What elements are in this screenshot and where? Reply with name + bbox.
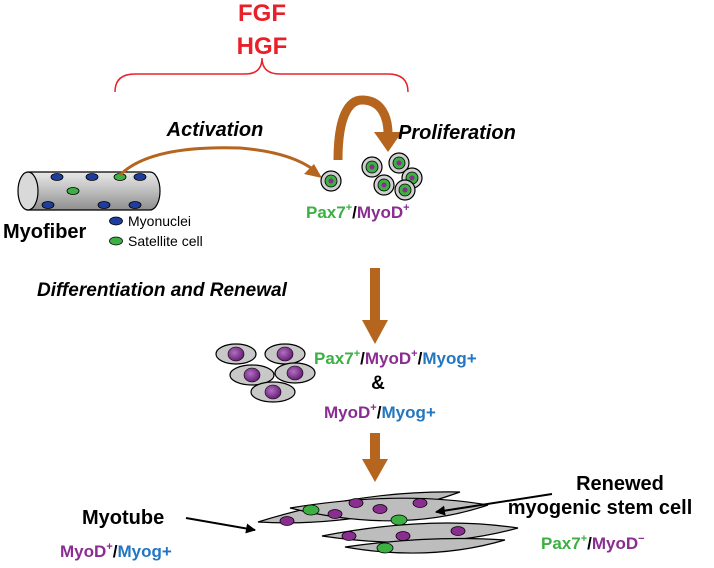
marker-pax7: Pax7: [306, 203, 346, 222]
proliferation-arrow: [333, 95, 393, 161]
myotube-nucleus: [395, 531, 411, 541]
factor-hgf: HGF: [237, 33, 288, 60]
marker-myod: MyoD: [60, 542, 106, 561]
marker-plus: +: [411, 348, 417, 360]
myotube-nucleus: [372, 504, 388, 514]
marker-slash: /: [377, 403, 382, 422]
differentiating-cells: [215, 343, 316, 403]
factor-fgf: FGF: [238, 0, 286, 27]
activated-satellite-cell: [320, 170, 342, 192]
renewed-satellite-nucleus: [302, 504, 320, 516]
marker-myod: MyoD: [357, 203, 403, 222]
myotube-nucleus: [279, 516, 295, 526]
marker-pax7: Pax7: [314, 349, 354, 368]
marker-minus: −: [638, 533, 644, 545]
marker-plus: +: [370, 402, 376, 414]
myotube-marker-label: MyoD+/Myog+: [60, 541, 172, 561]
marker-myod: MyoD: [592, 534, 638, 553]
differentiation-arrowhead: [362, 320, 388, 344]
marker-plus: +: [106, 541, 112, 553]
renewed-satellite-nucleus: [376, 542, 394, 554]
myotube-nucleus: [450, 526, 466, 536]
legend-satellite-marker: [109, 236, 123, 246]
marker-plus: +: [581, 533, 587, 545]
myotube-nucleus: [412, 498, 428, 508]
myofiber-cylinder: [17, 171, 161, 211]
legend-myonuclei-marker: [109, 216, 123, 226]
fusion-arrow-shaft: [370, 433, 380, 461]
myotube-label: Myotube: [82, 507, 164, 529]
marker-plus: +: [403, 202, 409, 214]
marker-plus: +: [346, 202, 352, 214]
marker-myog: Myog+: [381, 403, 435, 422]
marker-myod: MyoD: [324, 403, 370, 422]
marker-pax7: Pax7: [541, 534, 581, 553]
myonucleus: [97, 201, 111, 209]
proliferating-cells: [361, 152, 423, 201]
activation-arrowhead: [304, 164, 322, 178]
myonucleus: [50, 173, 64, 181]
activation-label: Activation: [166, 119, 264, 141]
myonucleus: [85, 173, 99, 181]
factor-bracket: [114, 57, 409, 93]
myotube-pointer-arrow: [185, 517, 256, 534]
proliferation-label: Proliferation: [398, 122, 516, 144]
ampersand-label: &: [371, 373, 385, 394]
renewed-label-line1: Renewed: [576, 473, 664, 495]
marker-slash: /: [113, 542, 118, 561]
marker-slash: /: [587, 534, 592, 553]
activation-arrow: [118, 146, 315, 177]
differentiation-label: Differentiation and Renewal: [37, 280, 288, 301]
myonucleus: [133, 173, 147, 181]
legend-myonuclei-label: Myonuclei: [128, 213, 191, 229]
renewed-marker-label: Pax7+/MyoD−: [541, 533, 645, 553]
marker-myog: Myog+: [422, 349, 476, 368]
myotube-nucleus: [348, 498, 364, 508]
renewed-satellite-nucleus: [390, 514, 408, 526]
differentiation-arrow-shaft: [370, 268, 380, 322]
myonucleus: [128, 201, 142, 209]
marker-slash: /: [352, 203, 357, 222]
marker-plus: +: [354, 348, 360, 360]
marker-myod: MyoD: [365, 349, 411, 368]
proliferating-marker-label: Pax7+/MyoD+: [306, 202, 410, 222]
differentiating-marker-label-1: Pax7+/MyoD+/Myog+: [314, 348, 477, 368]
proliferation-arrowhead: [374, 132, 402, 152]
renewed-pointer-arrow: [435, 493, 553, 516]
satellite-cell: [66, 187, 80, 195]
myotube-nucleus: [327, 509, 343, 519]
differentiating-marker-label-2: MyoD+/Myog+: [324, 402, 436, 422]
myotube-nucleus: [341, 531, 357, 541]
myonucleus: [41, 201, 55, 209]
myofiber-label: Myofiber: [3, 221, 87, 243]
legend-satellite-label: Satellite cell: [128, 233, 203, 249]
marker-slash: /: [360, 349, 365, 368]
marker-myog: Myog+: [117, 542, 171, 561]
renewed-label-line2: myogenic stem cell: [508, 497, 693, 519]
fusion-arrowhead: [362, 459, 388, 482]
marker-slash: /: [418, 349, 423, 368]
myotubes: [257, 491, 519, 554]
